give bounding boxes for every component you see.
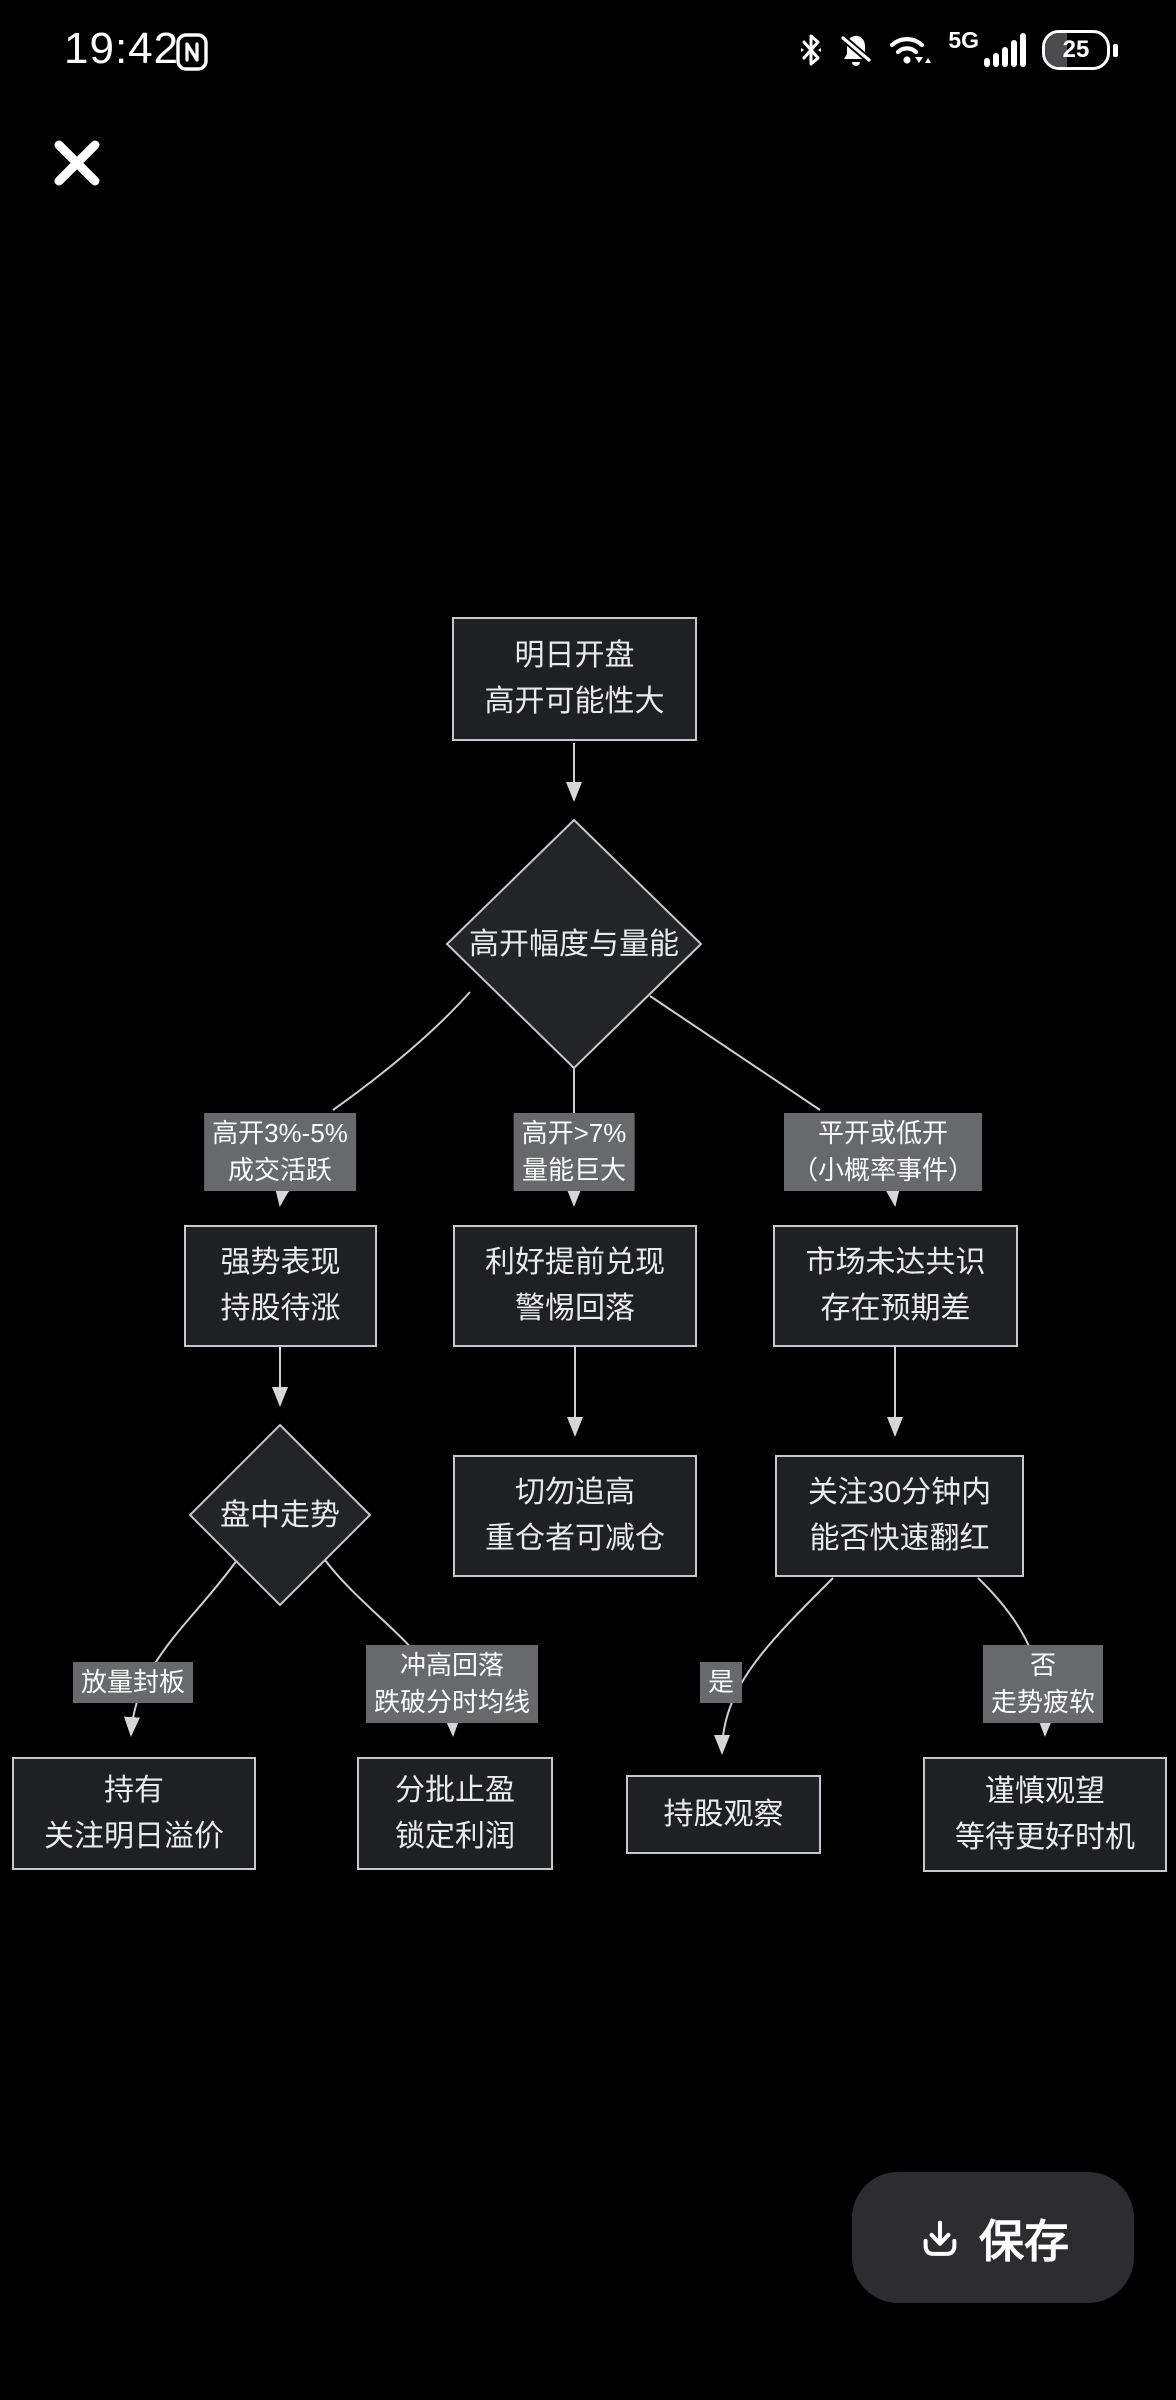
flow-node-watch-30min: 关注30分钟内 能否快速翻红: [775, 1455, 1024, 1577]
flow-condition-fall-back: 冲高回落 跌破分时均线: [365, 1645, 539, 1723]
battery-icon: 25: [1042, 30, 1118, 70]
close-button[interactable]: [48, 134, 106, 192]
flow-condition-limit-up: 放量封板: [72, 1662, 194, 1703]
flow-node-wait: 谨慎观望 等待更好时机: [923, 1757, 1167, 1872]
status-bar: 19:42: [0, 0, 1176, 110]
battery-fill: [1045, 33, 1068, 67]
decision-diamond-2: [188, 1423, 372, 1607]
flow-node-no-chase: 切勿追高 重仓者可减仓: [453, 1455, 697, 1577]
flow-condition-no: 否 走势疲软: [982, 1645, 1104, 1723]
flow-decision-open-gap: 高开幅度与量能: [469, 928, 679, 961]
flow-node-take-profit: 分批止盈 锁定利润: [357, 1757, 553, 1870]
close-icon: [50, 136, 104, 190]
save-button[interactable]: 保存: [852, 2172, 1134, 2303]
battery-percent: 25: [1062, 36, 1090, 63]
flow-condition-open-3-5: 高开3%-5% 成交活跃: [204, 1113, 356, 1191]
network-type-label: 5G: [948, 27, 979, 53]
download-icon: [917, 2215, 963, 2261]
status-icons: 5G 25: [798, 20, 1118, 80]
save-button-label: 保存: [978, 2216, 1069, 2267]
flow-node-start: 明日开盘 高开可能性大: [452, 617, 697, 741]
battery-terminal: [1113, 43, 1118, 57]
signal-strength-icon: 5G: [948, 27, 1028, 68]
decision-diamond-1: [445, 818, 703, 1070]
flow-node-hold: 持有 关注明日溢价: [12, 1757, 256, 1870]
flow-node-realized: 利好提前兑现 警惕回落: [453, 1225, 697, 1347]
bluetooth-icon: [798, 32, 824, 68]
wifi-icon: [888, 33, 934, 67]
flow-condition-open-7: 高开>7% 量能巨大: [513, 1113, 635, 1191]
flow-node-observe: 持股观察: [626, 1775, 821, 1854]
flow-decision-intraday: 盘中走势: [220, 1499, 340, 1532]
nfc-icon: [176, 33, 208, 71]
status-time: 19:42: [64, 24, 180, 73]
flow-condition-flat-open: 平开或低开 （小概率事件）: [783, 1113, 983, 1191]
flow-node-strong: 强势表现 持股待涨: [184, 1225, 377, 1347]
flow-condition-yes: 是: [699, 1662, 743, 1703]
flow-node-consensus: 市场未达共识 存在预期差: [773, 1225, 1018, 1347]
notifications-off-icon: [838, 32, 874, 68]
